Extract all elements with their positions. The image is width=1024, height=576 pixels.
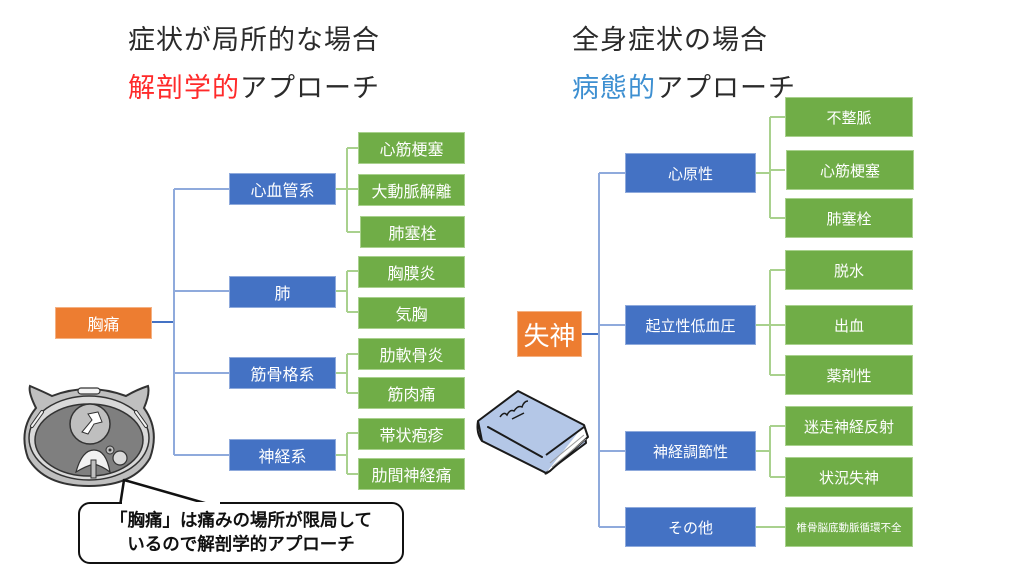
right-leaf-node: 状況失神 [785,457,913,497]
left-heading-rest: アプローチ [240,73,380,104]
right-leaf-node: 迷走神経反射 [785,406,913,446]
right-root-node: 失神 [517,311,582,357]
left-leaf-bracket [336,353,358,394]
left-leaf-bracket [336,270,358,313]
right-leaf-bracket [756,269,785,376]
right-leaf-node: 不整脈 [785,97,913,137]
right-leaf-node: 肺塞栓 [785,198,913,238]
left-category-nervous: 神経系 [229,439,336,471]
left-leaf-node: 大動脈解離 [358,174,465,206]
right-category-neurally-mediated: 神経調節性 [625,431,756,471]
left-category-musculoskeletal: 筋骨格系 [229,357,336,389]
left-root-node: 胸痛 [55,307,152,339]
right-leaf-bracket [756,425,785,478]
left-leaf-node: 胸膜炎 [358,256,465,288]
left-leaf-node: 気胸 [358,297,465,329]
callout-tail [118,478,216,508]
callout-tail-cover [122,502,220,506]
left-leaf-node: 筋肉痛 [358,377,465,409]
callout-line2: いるので解剖学的アプローチ [127,535,355,555]
right-heading-line1: 全身症状の場合 [572,25,768,56]
right-category-cardiogenic: 心原性 [625,153,756,193]
right-leaf-node: 椎骨脳底動脈循環不全 [785,507,913,547]
right-leaf-bracket [756,116,785,219]
right-leaf-node: 薬剤性 [785,355,913,395]
left-leaf-node: 心筋梗塞 [358,132,465,164]
left-heading-line2: 解剖学的アプローチ [128,66,380,105]
left-leaf-node: 肺塞栓 [360,216,465,248]
right-heading-rest: アプローチ [656,73,796,104]
left-category-cardiovascular: 心血管系 [229,173,336,205]
right-leaf-node: 脱水 [785,250,913,290]
callout-bubble: 「胸痛」は痛みの場所が限局して いるので解剖学的アプローチ [78,502,404,564]
right-category-other: その他 [625,507,756,547]
left-leaf-node: 肋軟骨炎 [358,338,465,370]
right-leaf-node: 出血 [785,305,913,345]
callout-line1: 「胸痛」は痛みの場所が限局して [110,511,372,531]
left-leaf-bracket [336,147,360,233]
left-heading-accent: 解剖学的 [128,73,240,104]
left-category-lung: 肺 [229,276,336,308]
right-category-orthostatic: 起立性低血圧 [625,305,756,345]
book-illustration [476,390,589,475]
left-leaf-node: 帯状疱疹 [358,418,465,450]
right-leaf-node: 心筋梗塞 [786,150,914,190]
right-heading-line2: 病態的アプローチ [572,66,796,105]
left-heading-line1: 症状が局所的な場合 [128,25,380,56]
left-leaf-node: 肋間神経痛 [358,458,465,490]
chest-ct-illustration [23,384,155,488]
left-leaf-bracket [336,432,358,475]
right-heading-accent: 病態的 [572,73,656,104]
